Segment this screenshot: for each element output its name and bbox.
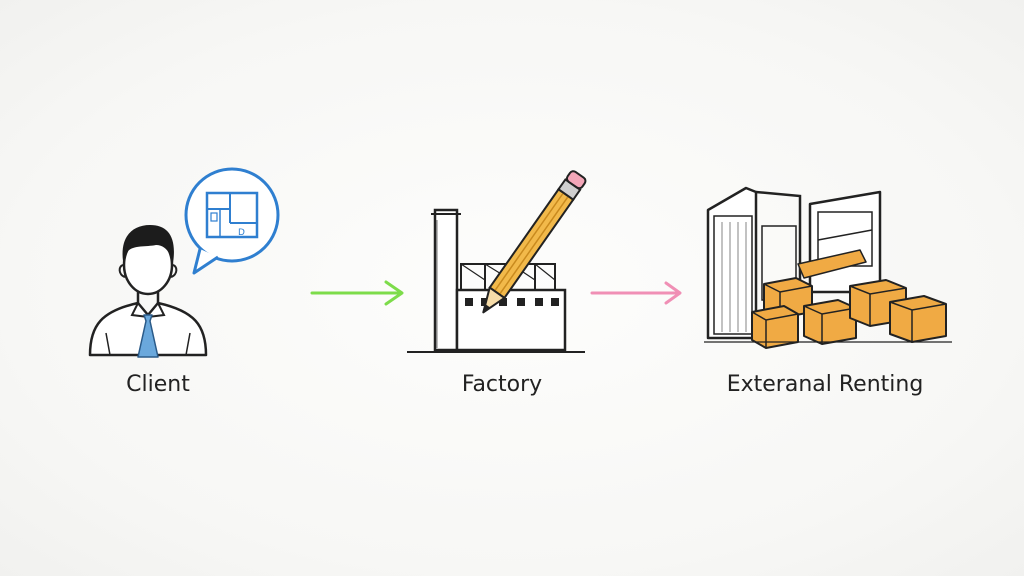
pencil-icon: [482, 170, 587, 314]
arrow-client-to-factory: [310, 280, 404, 306]
renting-label: Exteranal Renting: [726, 372, 924, 397]
renting-node: [700, 182, 960, 354]
factory-pencil-icon: [407, 170, 587, 353]
client-person-icon: D: [88, 167, 280, 358]
warehouse-boxes-icon: [704, 186, 952, 349]
box-icon: [803, 299, 857, 345]
arrow-factory-to-renting: [590, 281, 682, 305]
speech-bubble-icon: D: [184, 167, 280, 275]
factory-label: Factory: [461, 372, 543, 397]
box-icon: [889, 295, 947, 343]
client-node: D: [80, 165, 300, 370]
svg-text:D: D: [238, 228, 245, 238]
factory-node: [405, 170, 590, 360]
client-label: Client: [126, 372, 190, 397]
